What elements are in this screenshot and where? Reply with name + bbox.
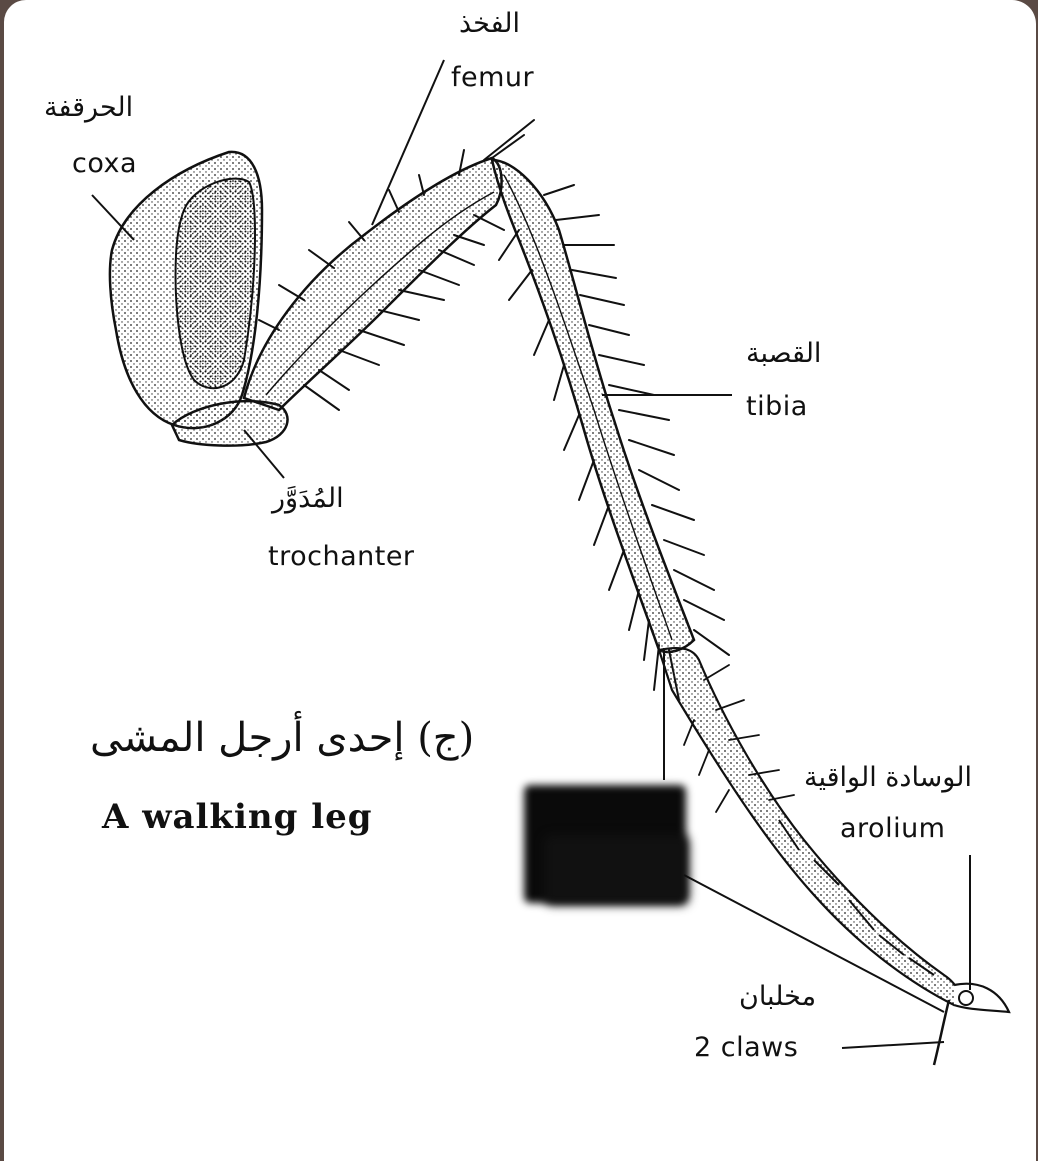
tibia-arabic-label: القصبة (746, 338, 822, 369)
figure-frame: الحرقفة coxa الفخذ femur القصبة tibia ال… (4, 0, 1036, 1161)
trochanter-segment (170, 399, 289, 447)
femur-label: femur (451, 62, 535, 93)
femur-segment (242, 119, 535, 412)
trochanter-label: trochanter (268, 541, 415, 572)
claws-arabic-label: مخلبان (739, 981, 817, 1012)
arolium-label: arolium (840, 813, 946, 844)
tibia-label: tibia (746, 391, 808, 422)
arolium-arabic-label: الوسادة الواقية (804, 762, 972, 793)
claws (932, 982, 1011, 1066)
redacted-label-lower (544, 835, 689, 905)
leg-illustration (91, 59, 1011, 1066)
femur-arabic-label: الفخذ (459, 8, 520, 39)
trochanter-arabic-label: المُدَوَّر (272, 483, 344, 514)
leader-lines (91, 59, 971, 1049)
coxa-arabic-label: الحرقفة (44, 92, 134, 123)
caption-english: A walking leg (102, 797, 373, 837)
claws-label: 2 claws (694, 1032, 799, 1063)
coxa-segment (108, 150, 264, 430)
coxa-label: coxa (72, 148, 138, 179)
caption-arabic: (ج) إحدى أرجل المشى (90, 715, 475, 761)
tarsus-segment (657, 646, 961, 1007)
tibia-segment (490, 158, 730, 701)
